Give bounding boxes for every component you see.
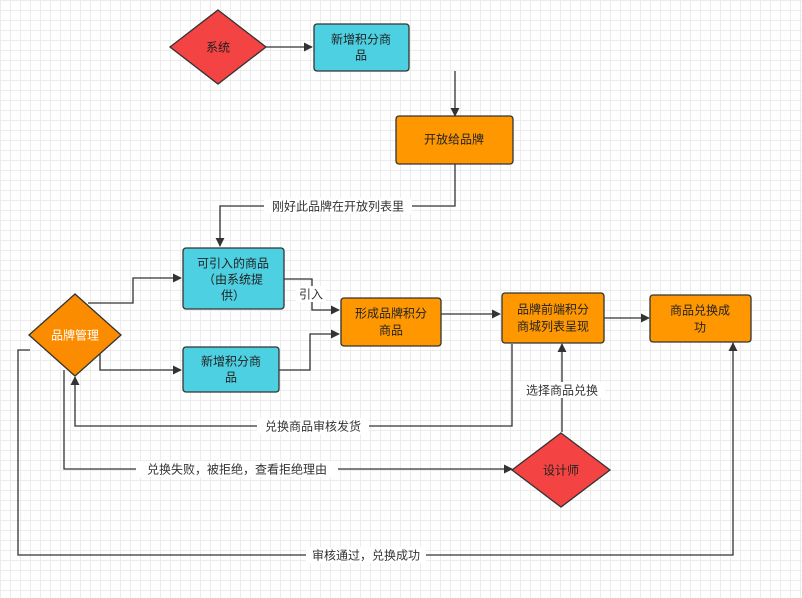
label-select-redeem: 选择商品兑换	[526, 383, 598, 398]
label-import: 引入	[299, 288, 323, 302]
svg-text:供）: 供）	[221, 289, 245, 303]
svg-text:设计师: 设计师	[543, 464, 579, 478]
node-open-to-brand[interactable]: 开放给品牌	[395, 115, 514, 165]
label-redeem-failed: 兑换失败，被拒绝，查看拒绝理由	[147, 462, 327, 477]
svg-text:品: 品	[225, 371, 237, 385]
svg-text:商品: 商品	[379, 323, 403, 338]
label-redeem-review-ship: 兑换商品审核发货	[265, 419, 361, 434]
svg-text:开放给品牌: 开放给品牌	[424, 132, 484, 147]
svg-text:品: 品	[355, 49, 367, 63]
svg-text:形成品牌积分: 形成品牌积分	[355, 307, 427, 321]
edge-brand-to-designer	[63, 370, 513, 474]
svg-text:功: 功	[694, 321, 706, 335]
svg-text:新增积分商: 新增积分商	[331, 32, 391, 47]
node-brand-frontend-mall-list[interactable]: 品牌前端积分 商城列表呈现	[501, 292, 605, 344]
edge-frontend-to-brand	[70, 344, 513, 427]
edge-brand-to-importable	[88, 273, 182, 304]
svg-text:商城列表呈现: 商城列表呈现	[517, 319, 589, 334]
svg-text:品牌前端积分: 品牌前端积分	[517, 302, 589, 317]
svg-text:新增积分商: 新增积分商	[201, 354, 261, 369]
node-product-redeem-success[interactable]: 商品兑换成 功	[649, 294, 752, 343]
label-review-passed: 审核通过，兑换成功	[312, 548, 420, 563]
node-designer[interactable]: 设计师	[510, 432, 612, 508]
svg-text:可引入的商品: 可引入的商品	[197, 256, 269, 271]
edge-brand-to-success	[17, 342, 738, 556]
node-system[interactable]: 系统	[168, 9, 268, 85]
svg-text:商品兑换成: 商品兑换成	[670, 303, 730, 318]
node-form-brand-points-products[interactable]: 形成品牌积分 商品	[340, 297, 442, 347]
label-just-in-open-list: 刚好此品牌在开放列表里	[272, 199, 404, 214]
node-importable-products[interactable]: 可引入的商品 （由系统提 供）	[182, 247, 285, 310]
svg-text:（由系统提: （由系统提	[203, 272, 263, 287]
node-new-points-product-top[interactable]: 新增积分商 品	[313, 23, 410, 72]
svg-text:品牌管理: 品牌管理	[51, 328, 99, 343]
edges	[17, 42, 738, 556]
node-brand-management[interactable]: 品牌管理	[28, 293, 122, 377]
edge-new-product-to-form	[279, 329, 340, 371]
node-new-points-product-left[interactable]: 新增积分商 品	[182, 346, 280, 393]
edge-labels: 刚好此品牌在开放列表里 引入 选择商品兑换 兑换商品审核发货 兑换失败，被拒绝，…	[136, 198, 605, 563]
svg-text:系统: 系统	[206, 41, 230, 55]
